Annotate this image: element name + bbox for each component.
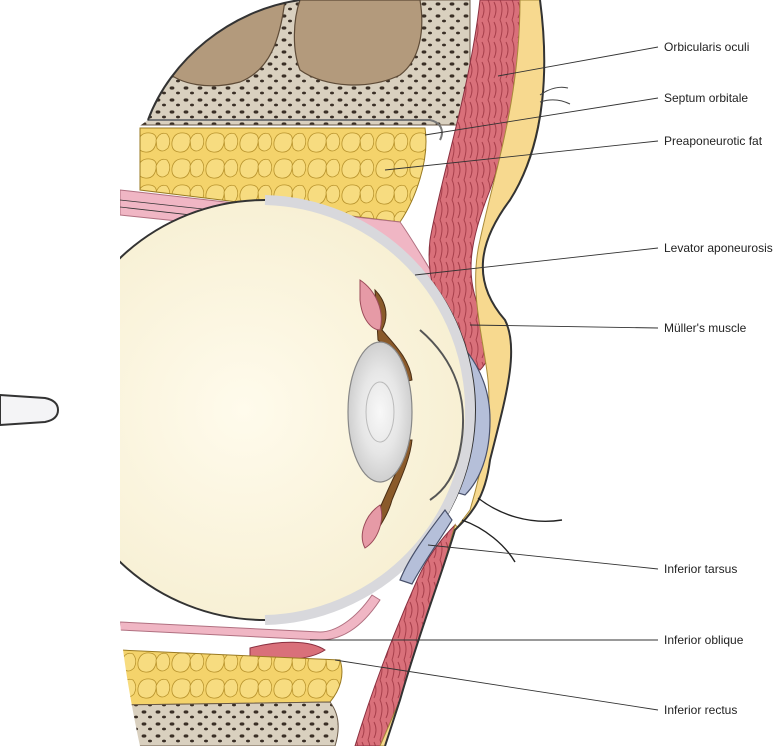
lower-fat-pad bbox=[120, 649, 343, 706]
leader-orbicularis-oculi bbox=[497, 46, 659, 77]
label-inferior-rectus: Inferior rectus bbox=[664, 703, 737, 717]
label-inferior-oblique: Inferior oblique bbox=[664, 633, 744, 647]
label-levator-aponeurosis: Levator aponeurosis bbox=[664, 241, 773, 255]
leader-inferior-tarsus bbox=[427, 544, 659, 570]
leader-preaponeurotic-fat bbox=[384, 140, 659, 171]
structure-labels: Orbicularis oculi Septum orbitale Preapo… bbox=[664, 40, 773, 717]
section-outline bbox=[147, 0, 546, 746]
label-inferior-tarsus: Inferior tarsus bbox=[664, 562, 737, 576]
leader-levator-aponeurosis bbox=[414, 247, 659, 276]
optic-nerve bbox=[0, 393, 60, 427]
ciliary-body-lower bbox=[361, 504, 383, 549]
lower-tarsus bbox=[399, 508, 453, 585]
leader-inferior-rectus bbox=[334, 659, 659, 711]
orbital-roof-periosteum bbox=[140, 119, 443, 141]
lower-eyelashes bbox=[461, 519, 516, 563]
lower-orbital-bone bbox=[120, 701, 339, 746]
label-septum-orbitale: Septum orbitale bbox=[664, 91, 748, 105]
leader-muller-muscle bbox=[469, 324, 659, 329]
label-orbicularis-oculi: Orbicularis oculi bbox=[664, 40, 749, 54]
lens-nucleus bbox=[365, 381, 395, 443]
cornea bbox=[419, 329, 464, 501]
lens bbox=[347, 341, 413, 483]
label-muller-muscle: Müller's muscle bbox=[664, 321, 747, 335]
upper-eyelashes bbox=[477, 497, 563, 522]
leader-septum-orbitale bbox=[424, 97, 659, 136]
ciliary-body-upper bbox=[359, 279, 382, 331]
label-preaponeurotic-fat: Preaponeurotic fat bbox=[664, 134, 763, 148]
brow-hairs bbox=[539, 86, 571, 105]
lower-septum-band bbox=[120, 594, 381, 641]
sclera-shell bbox=[264, 195, 476, 625]
leader-lines bbox=[310, 46, 659, 711]
frontal-sinus-right bbox=[293, 0, 423, 86]
anatomy-illustration bbox=[0, 0, 571, 746]
